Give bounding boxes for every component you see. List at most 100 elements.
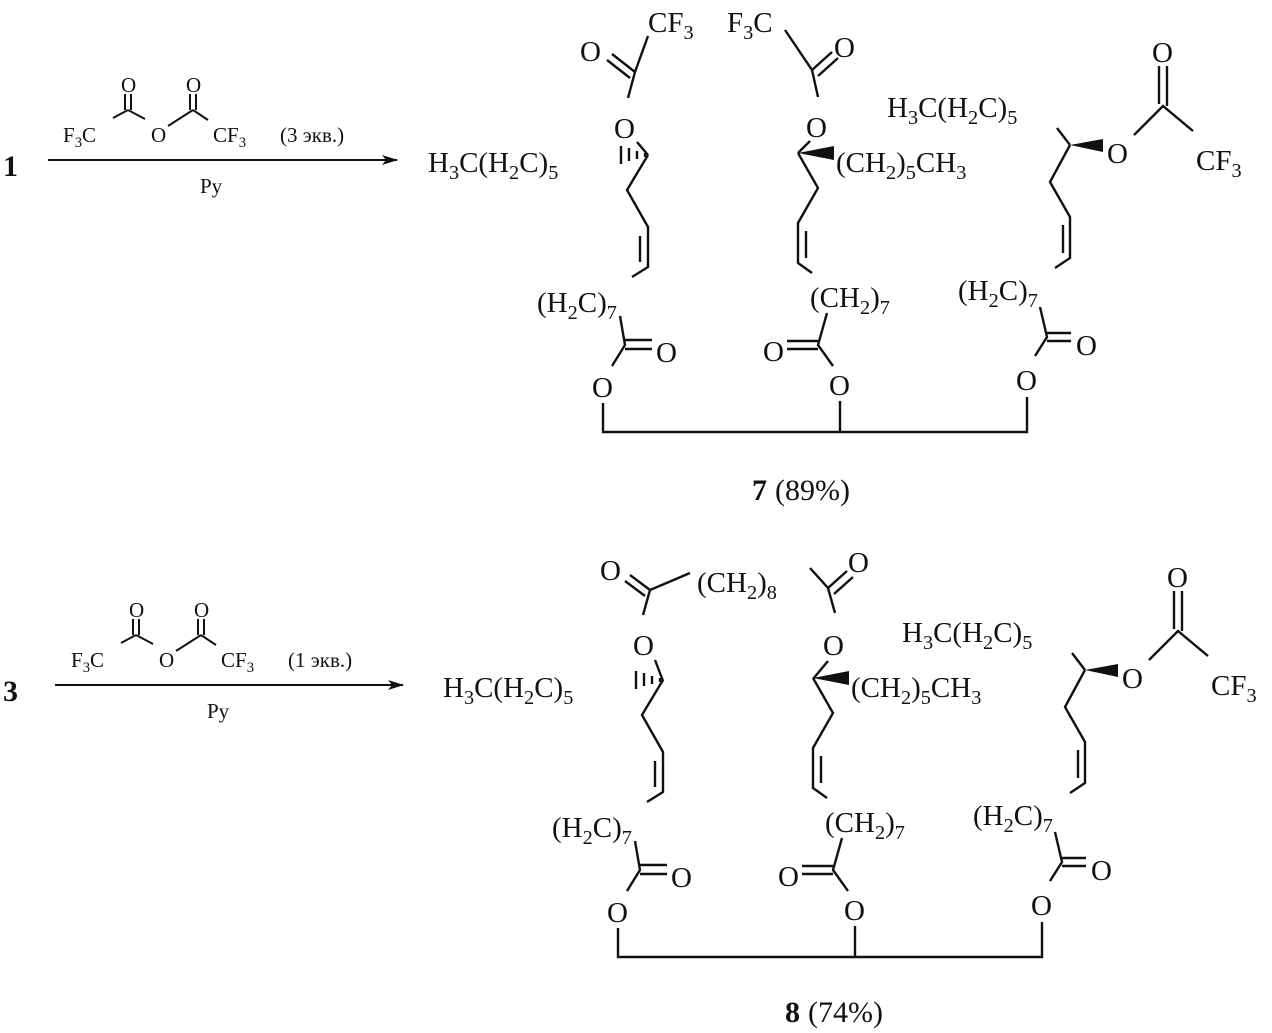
formula-subscript: 2	[989, 290, 999, 312]
atom-o: O	[823, 630, 844, 662]
formula-subscript: 5	[1007, 107, 1017, 129]
product-number: 8	[785, 996, 800, 1029]
formula-segment: )	[885, 807, 895, 839]
group-cf3: CF3	[648, 7, 694, 44]
formula-segment: (H	[552, 812, 583, 844]
atom-o: O	[834, 32, 855, 64]
triglyceride-body: H3C(H2C)5 (H2C)7 O O (CH2)5CH3 (CH2)7 O …	[443, 562, 1257, 959]
atom-o: O	[671, 862, 692, 894]
reagent-o-carbonyl: O	[186, 73, 201, 97]
reagent-cf3: CF3	[221, 648, 254, 676]
atom-o: O	[592, 372, 613, 404]
atom-o: O	[829, 370, 850, 402]
formula-subscript: 3	[83, 660, 90, 676]
formula-subscript: 3	[75, 135, 82, 151]
atom-o: O	[844, 895, 865, 927]
formula-segment: (H	[973, 800, 1004, 832]
wedge-bond	[798, 146, 834, 160]
hashed-bond	[619, 146, 647, 164]
formula-subscript: 5	[921, 687, 931, 709]
formula-segment: (H	[958, 275, 989, 307]
reagent-o-bridge: O	[151, 123, 166, 147]
formula-segment: (CH	[836, 147, 886, 179]
formula-subscript: 2	[524, 687, 534, 709]
reactant-number: 3	[3, 675, 18, 708]
atom-o: O	[580, 36, 601, 68]
group-h3c-h2c5: H3C(H2C)5	[887, 92, 1017, 129]
wedge-bond	[1070, 139, 1103, 152]
product-label: 8(74%)	[785, 996, 883, 1029]
formula-segment: C(H	[918, 92, 968, 124]
formula-subscript: 5	[563, 687, 573, 709]
formula-subscript: 7	[1028, 290, 1038, 312]
product-7-trifluoroacetyl-groups: O CF3 O O F3C O	[580, 7, 855, 156]
formula-subscript: 7	[622, 827, 632, 849]
formula-segment: CH	[916, 147, 956, 179]
atom-o: O	[607, 897, 628, 929]
reagent-equivalents: (3 экв.)	[280, 123, 344, 147]
reagent-equivalents: (1 экв.)	[288, 648, 352, 672]
group-ch2-5-ch3: (CH2)5CH3	[851, 672, 981, 709]
glycerol-backbone	[601, 397, 1029, 434]
formula-subscript: 2	[568, 302, 578, 324]
formula-segment: )	[911, 672, 921, 704]
formula-subscript: 2	[901, 687, 911, 709]
formula-subscript: 2	[886, 162, 896, 184]
formula-segment: C)	[534, 672, 563, 704]
formula-subscript: 3	[449, 162, 459, 184]
formula-subscript: 3	[743, 22, 753, 44]
group-ch2-7: (CH2)7	[825, 807, 905, 844]
formula-segment: )	[870, 282, 880, 314]
formula-subscript: 5	[906, 162, 916, 184]
scheme-2: 3 F3C O O O CF3 (1 экв.) Py O (CH2)8	[3, 547, 1257, 1029]
formula-segment: F	[727, 7, 743, 39]
atom-o: O	[1107, 138, 1128, 170]
atom-o: O	[633, 630, 654, 662]
atom-o: O	[1152, 37, 1173, 69]
formula-segment: (H	[537, 287, 568, 319]
triglyceride-body: H3C(H2C)5 (H2C)7 O O (CH2)5CH3 (CH2)7 O …	[428, 37, 1242, 434]
reagent-f3c: F3C	[63, 123, 96, 151]
atom-o: O	[600, 555, 621, 587]
formula-subscript: 7	[607, 302, 617, 324]
atom-o: O	[1091, 855, 1112, 887]
formula-segment: CF	[1196, 145, 1231, 177]
scheme-1: 1 F3C O O O CF3 (3 экв.) Py O CF3 O	[3, 7, 1242, 507]
reagent-o-carbonyl: O	[194, 598, 209, 622]
reactant-number: 1	[3, 150, 18, 183]
group-h3c-h2c5: H3C(H2C)5	[428, 147, 558, 184]
formula-segment: C)	[999, 275, 1028, 307]
group-ch2-7: (CH2)7	[810, 282, 890, 319]
formula-segment: C)	[519, 147, 548, 179]
wedge-bond	[813, 671, 849, 685]
reagent-trifluoroacetic-anhydride: F3C O O O CF3 (1 экв.)	[71, 598, 352, 676]
formula-subscript: 3	[683, 22, 693, 44]
group-h3c-h2c5: H3C(H2C)5	[902, 617, 1032, 654]
group-h3c-h2c5: H3C(H2C)5	[443, 672, 573, 709]
formula-subscript: 3	[908, 107, 918, 129]
formula-segment: C	[90, 648, 104, 672]
reagent-o-bridge: O	[159, 648, 174, 672]
group-ch2-8: (CH2)8	[697, 567, 777, 604]
product-8-sebacoyl-bridge: O (CH2)8 O O O	[600, 547, 869, 682]
reagent-f3c: F3C	[71, 648, 104, 676]
formula-subscript: 3	[923, 632, 933, 654]
group-h2c-7: (H2C)7	[537, 287, 617, 324]
reagent-o-carbonyl: O	[121, 73, 136, 97]
formula-segment: C(H	[474, 672, 524, 704]
formula-segment: CF	[1211, 670, 1246, 702]
group-ch2-5-ch3: (CH2)5CH3	[836, 147, 966, 184]
formula-segment: C)	[593, 812, 622, 844]
formula-segment: F	[63, 123, 75, 147]
atom-o: O	[1031, 890, 1052, 922]
solvent-label: Py	[200, 174, 223, 198]
product-yield: (89%)	[775, 474, 850, 507]
formula-segment: H	[887, 92, 908, 124]
atom-o: O	[614, 113, 635, 145]
formula-segment: C	[82, 123, 96, 147]
wedge-bond	[1085, 664, 1118, 677]
formula-segment: CH	[931, 672, 971, 704]
formula-subscript: 2	[583, 827, 593, 849]
formula-subscript: 2	[875, 822, 885, 844]
atom-o: O	[1122, 663, 1143, 695]
